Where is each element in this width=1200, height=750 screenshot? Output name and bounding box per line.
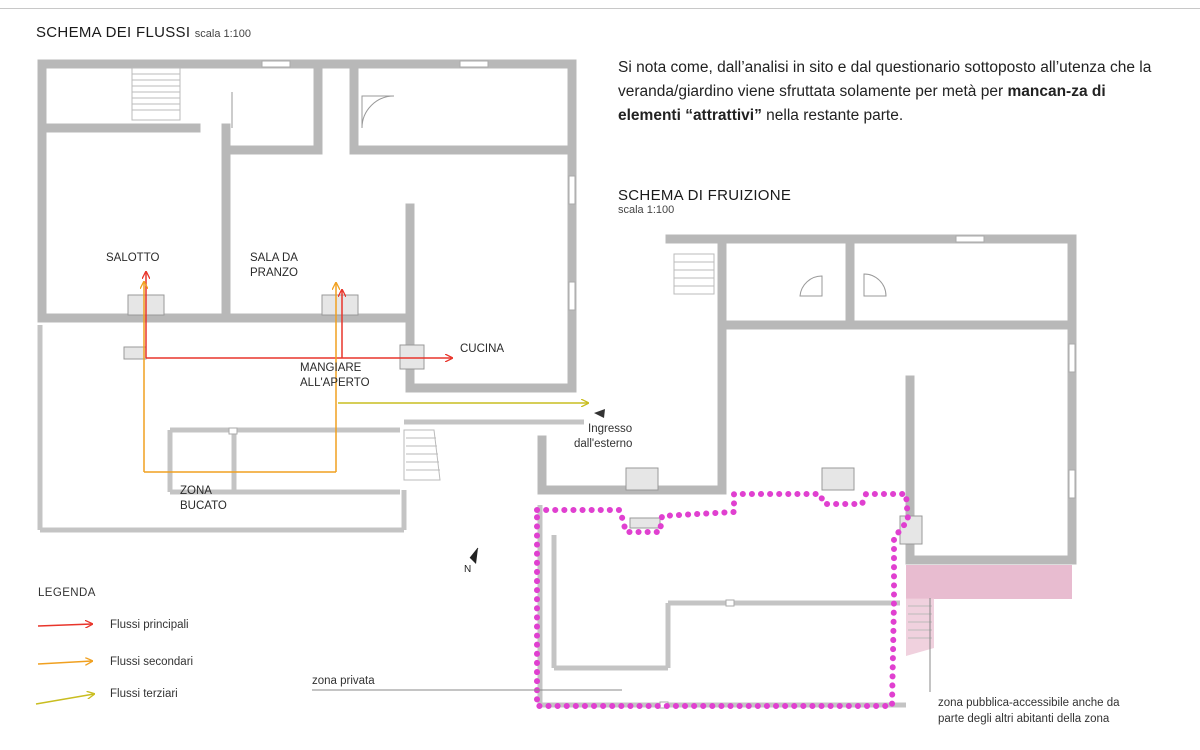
schema-fruizione-title: SCHEMA DI FRUIZIONE xyxy=(618,187,792,204)
room-label-salotto: SALOTTO xyxy=(106,252,160,264)
ingresso-arrow-icon xyxy=(594,409,605,418)
left-doors xyxy=(123,92,425,370)
left-windows xyxy=(228,60,576,435)
right-walls xyxy=(537,234,1077,565)
legend-arrow-secondary xyxy=(37,661,92,664)
left-walls xyxy=(37,59,577,393)
legend-label-secondary: Flussi secondari xyxy=(110,656,194,668)
right-stairs xyxy=(673,253,932,639)
ingresso-line1: Ingresso xyxy=(588,423,633,435)
room-label-sala-line2: PRANZO xyxy=(250,267,298,279)
schema-flussi-heading: SCHEMA DEI FLUSSI scala 1:100 xyxy=(36,24,251,42)
ingresso-label: Ingresso dall'esterno xyxy=(574,422,632,452)
top-divider xyxy=(0,8,1200,9)
left-plan xyxy=(37,59,605,533)
legend-arrow-primary xyxy=(37,624,92,626)
legend-label-primary: Flussi principali xyxy=(110,619,189,631)
schema-fruizione-heading: SCHEMA DI FRUIZIONE scala 1:100 xyxy=(618,187,791,216)
flow-secondary xyxy=(144,282,336,473)
public-zone-label: zona pubblica-accessibile anche da parte… xyxy=(938,695,1120,727)
north-label: N xyxy=(464,564,472,575)
intro-paragraph: Si nota come, dall’analisi in sito e dal… xyxy=(618,56,1158,128)
intro-text-part1: Si nota come, dall’analisi in sito e dal… xyxy=(618,59,1152,100)
room-label-mangiare-line1: MANGIARE xyxy=(300,362,362,374)
right-veranda xyxy=(537,505,906,708)
north-arrow-icon xyxy=(469,547,479,564)
ingresso-line2: dall'esterno xyxy=(574,438,633,450)
public-zone-line2: parte degli altri abitanti della zona xyxy=(938,713,1110,725)
schema-flussi-title: SCHEMA DEI FLUSSI xyxy=(36,24,191,41)
right-doors xyxy=(625,273,923,545)
room-label-mangiare-line2: ALL'APERTO xyxy=(300,377,370,389)
schema-fruizione-scale: scala 1:100 xyxy=(618,204,675,216)
legend-arrows xyxy=(35,624,94,705)
public-zone-line1: zona pubblica-accessibile anche da xyxy=(938,697,1120,709)
room-label-cucina: CUCINA xyxy=(460,343,505,355)
legend-label-tertiary: Flussi terziari xyxy=(110,688,178,700)
left-stairs-top xyxy=(131,67,181,121)
left-stairs-side xyxy=(403,429,441,481)
legend-title: LEGENDA xyxy=(38,587,96,599)
room-label-sala-da-pranzo: SALA DA PRANZO xyxy=(250,251,298,281)
intro-text-part2: nella restante parte. xyxy=(761,107,904,124)
private-zone-label: zona privata xyxy=(312,675,375,687)
room-label-sala-line1: SALA DA xyxy=(250,252,298,264)
right-plan xyxy=(312,234,1077,709)
room-label-mangiare-aperto: MANGIARE ALL'APERTO xyxy=(300,361,370,391)
private-zone-boundary xyxy=(534,491,912,709)
room-label-zona-line1: ZONA xyxy=(180,485,212,497)
public-zone-fill xyxy=(906,565,1072,599)
legend-arrow-tertiary xyxy=(35,694,94,705)
left-veranda xyxy=(37,325,584,533)
room-label-zona-bucato: ZONA BUCATO xyxy=(180,484,227,514)
room-label-zona-line2: BUCATO xyxy=(180,500,227,512)
schema-flussi-scale: scala 1:100 xyxy=(194,28,252,40)
public-stairs-fill xyxy=(906,598,934,656)
intro-text-bold: mancan-za di elementi “attrattivi” xyxy=(618,83,1106,124)
